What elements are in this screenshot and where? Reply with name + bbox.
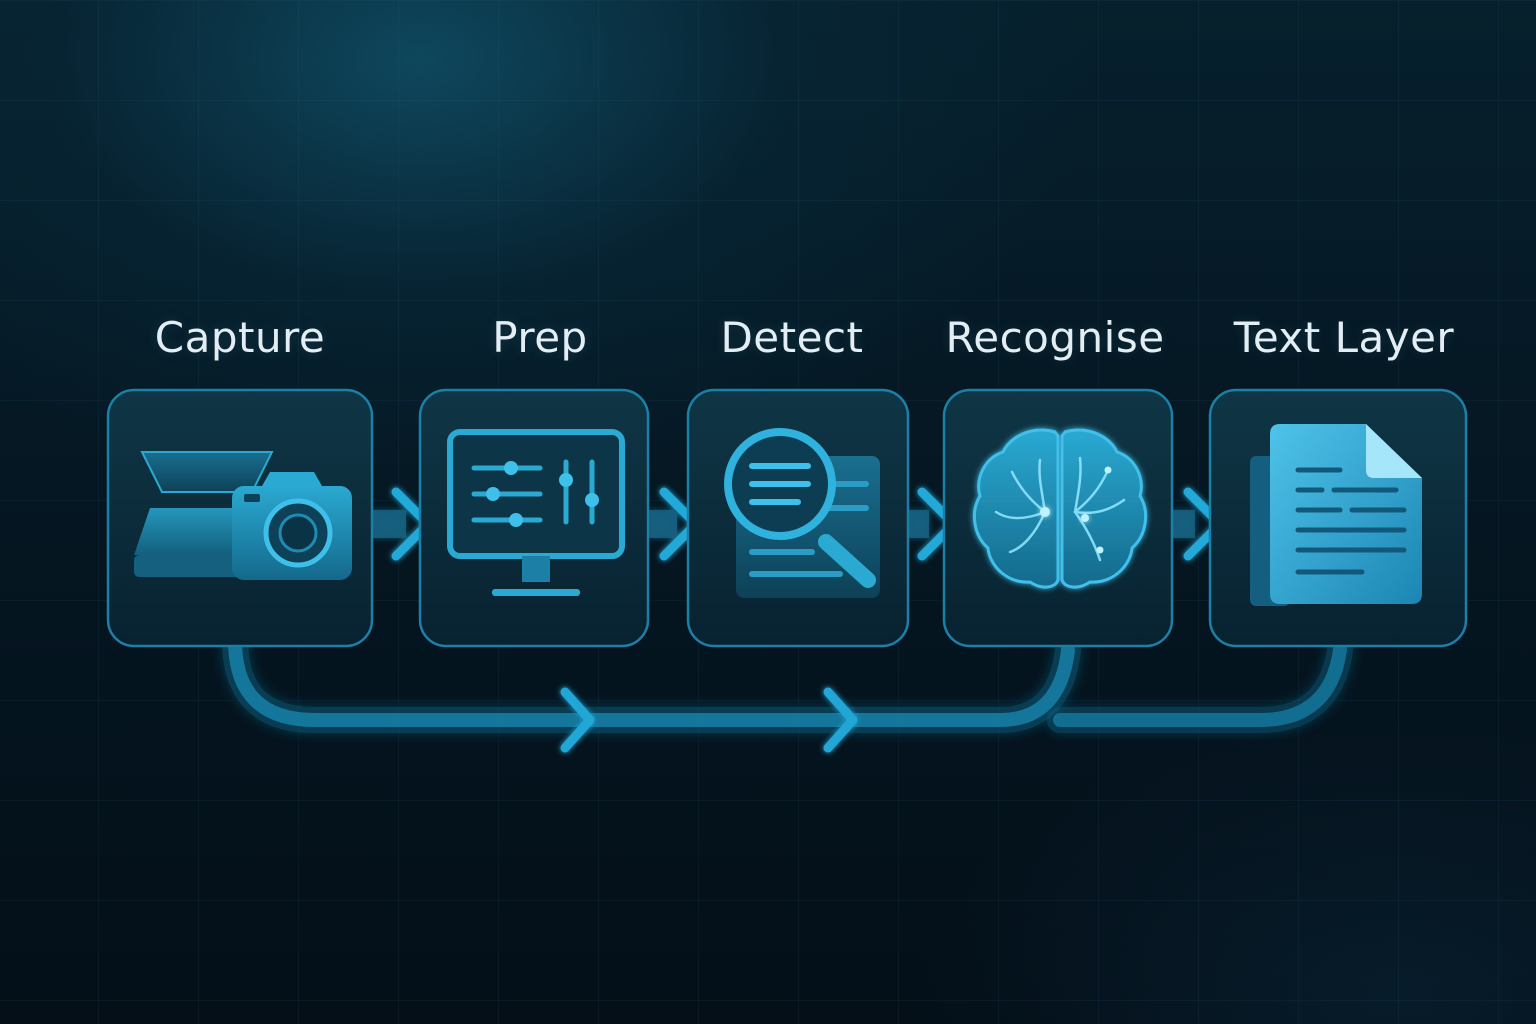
monitor-sliders-icon xyxy=(447,429,625,596)
stage-tile-text-layer xyxy=(1208,388,1468,648)
stage-label-detect: Detect xyxy=(720,313,864,362)
brain-icon xyxy=(972,428,1148,589)
scanner-and-camera-icon xyxy=(134,451,352,580)
stage-tile-detect xyxy=(686,388,910,648)
stage-tile-capture xyxy=(106,388,374,648)
stage-tile-prep xyxy=(418,388,650,648)
return-arrowhead-2 xyxy=(823,687,858,753)
stage-label-prep: Prep xyxy=(492,313,588,362)
return-arrowhead-1 xyxy=(560,687,595,753)
return-flow-path xyxy=(222,627,1353,733)
stage-label-text-layer: Text Layer xyxy=(1233,313,1455,362)
text-document-icon xyxy=(1250,424,1422,606)
stage-label-recognise: Recognise xyxy=(945,313,1165,362)
stage-tile-recognise xyxy=(942,388,1174,648)
magnifier-document-icon xyxy=(724,428,880,598)
stage-label-capture: Capture xyxy=(154,313,326,362)
